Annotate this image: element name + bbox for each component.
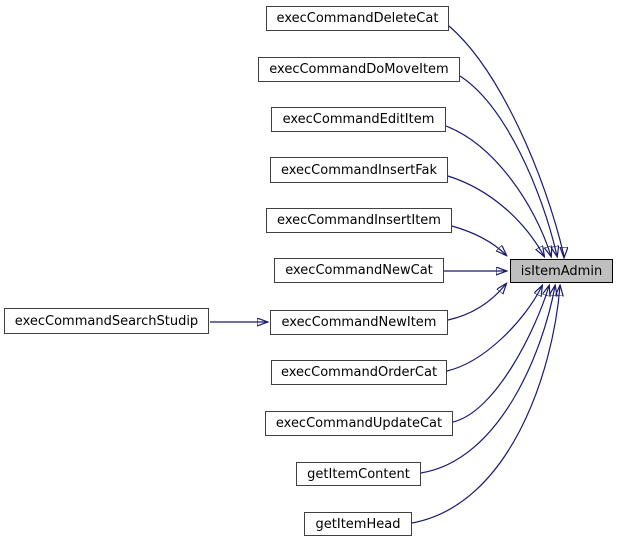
node-isItemAdmin: isItemAdmin (510, 259, 613, 283)
node-execCommandInsertFak[interactable]: execCommandInsertFak (270, 157, 448, 183)
edge-newItem-isItemAdmin (447, 284, 506, 321)
edge-editItem-isItemAdmin (445, 125, 551, 256)
edge-updateCat-isItemAdmin (452, 286, 549, 423)
node-execCommandNewItem[interactable]: execCommandNewItem (270, 310, 448, 335)
node-execCommandInsertItem[interactable]: execCommandInsertItem (266, 208, 452, 233)
node-execCommandSearchStudip[interactable]: execCommandSearchStudip (4, 308, 209, 334)
edge-orderCat-isItemAdmin (446, 286, 542, 372)
node-execCommandDeleteCat[interactable]: execCommandDeleteCat (266, 6, 449, 31)
node-execCommandEditItem[interactable]: execCommandEditItem (271, 107, 446, 132)
node-execCommandUpdateCat[interactable]: execCommandUpdateCat (265, 411, 453, 436)
edge-doMoveItem-isItemAdmin (459, 75, 557, 256)
node-execCommandNewCat[interactable]: execCommandNewCat (274, 258, 444, 283)
node-execCommandDoMoveItem[interactable]: execCommandDoMoveItem (258, 57, 460, 82)
node-execCommandOrderCat[interactable]: execCommandOrderCat (271, 360, 447, 385)
node-getItemHead[interactable]: getItemHead (304, 512, 412, 536)
edge-insertItem-isItemAdmin (451, 225, 506, 255)
edge-deleteCat-isItemAdmin (448, 25, 565, 257)
edge-insertFak-isItemAdmin (447, 175, 544, 256)
node-getItemContent[interactable]: getItemContent (296, 462, 421, 486)
